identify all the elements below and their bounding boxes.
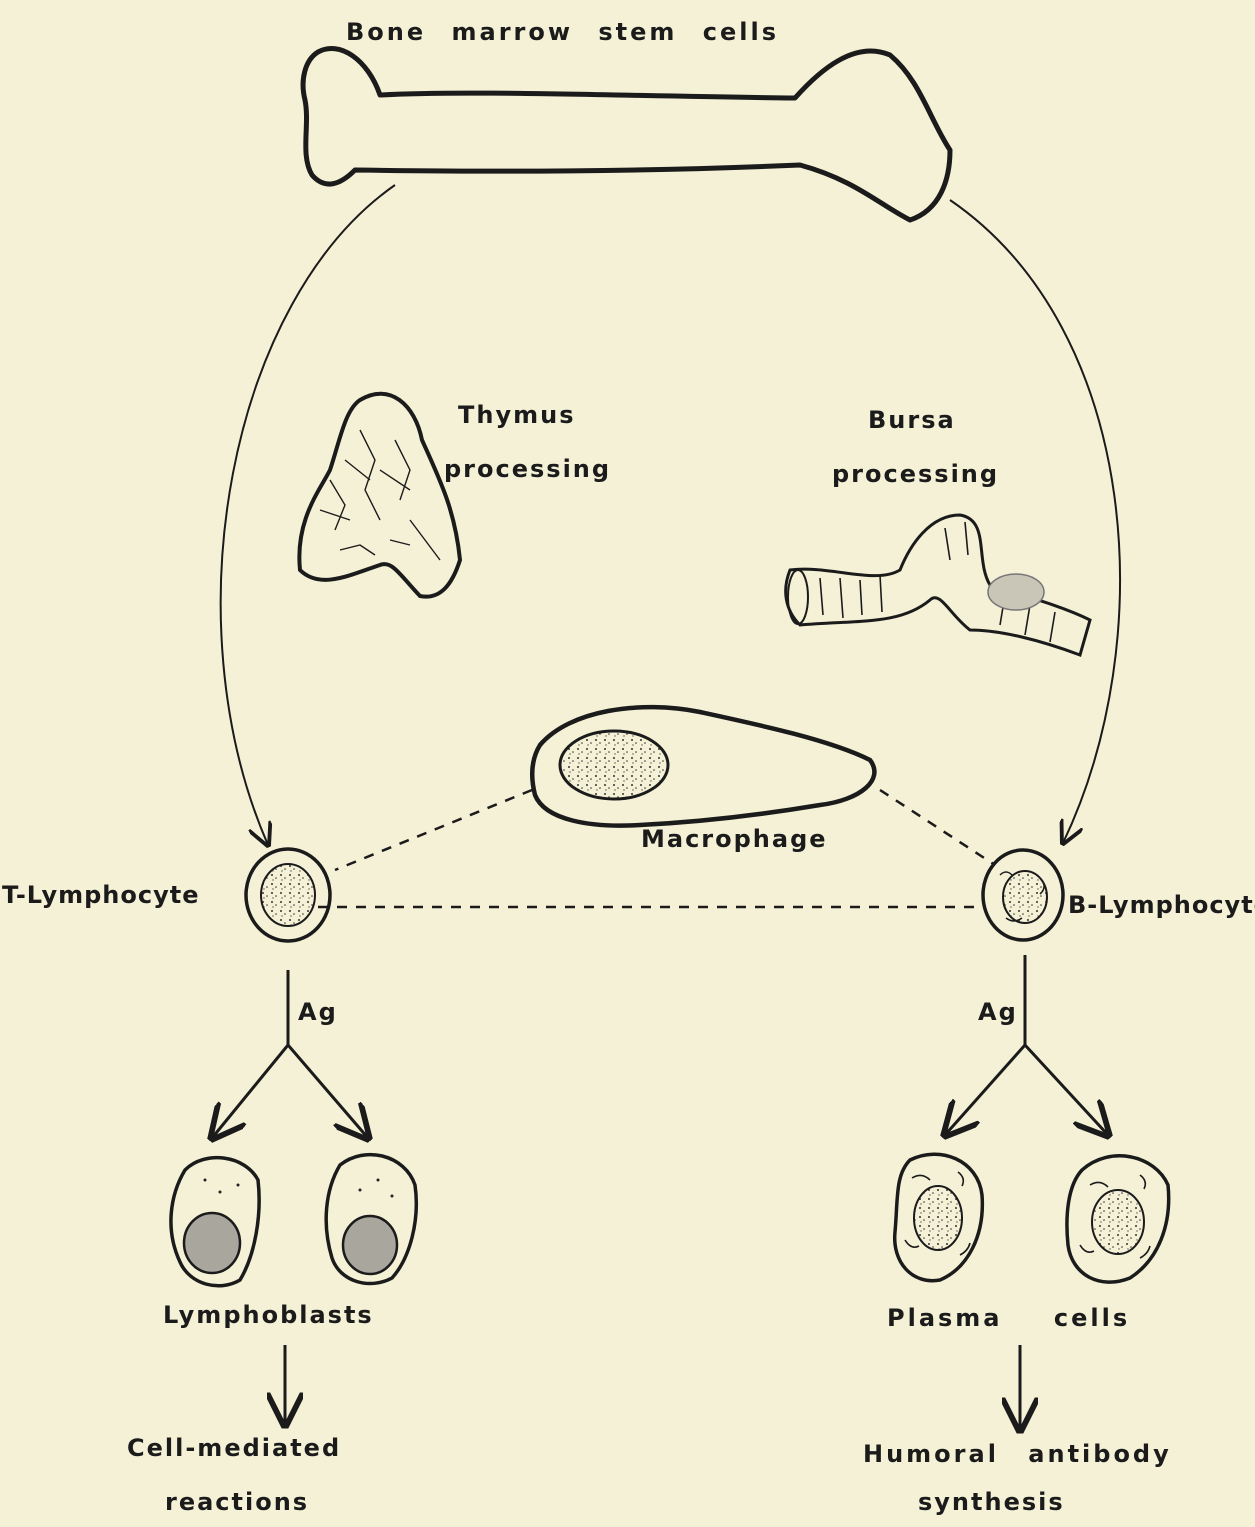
- label-thymus-processing: processing: [444, 457, 611, 481]
- label-bone-marrow: Bone marrow stem cells: [346, 20, 779, 44]
- label-reactions: reactions: [165, 1490, 309, 1514]
- label-macrophage: Macrophage: [641, 827, 828, 851]
- label-bursa: Bursa: [868, 408, 956, 432]
- bone-illustration: [303, 49, 950, 220]
- plasma-cell-left: [895, 1154, 983, 1280]
- label-synthesis: synthesis: [918, 1490, 1065, 1514]
- macrophage-illustration: [532, 707, 874, 825]
- label-t-lymphocyte: T-Lymphocyte: [2, 883, 200, 907]
- t-lymphocyte-cell: [246, 849, 330, 941]
- bursa-illustration: [786, 515, 1090, 655]
- b-branch-arrows: [945, 955, 1108, 1135]
- label-bursa-processing: processing: [832, 462, 999, 486]
- label-ag-left: Ag: [298, 1000, 338, 1024]
- t-branch-arrows: [212, 970, 368, 1138]
- label-humoral-antibody: Humoral antibody: [863, 1442, 1172, 1466]
- label-thymus: Thymus: [458, 403, 575, 427]
- lymphoblast-cell-right: [326, 1155, 416, 1284]
- thymus-illustration: [299, 394, 460, 597]
- label-ag-right: Ag: [978, 1000, 1018, 1024]
- dashed-macrophage-to-b: [880, 790, 995, 865]
- label-lymphoblasts: Lymphoblasts: [163, 1303, 374, 1327]
- label-cell-mediated: Cell-mediated: [127, 1436, 341, 1460]
- arrow-bone-to-b-lymphocyte: [950, 200, 1120, 843]
- label-b-lymphocyte: B-Lymphocyte: [1068, 893, 1255, 917]
- dashed-macrophage-to-t: [335, 790, 532, 870]
- plasma-cell-right: [1067, 1156, 1169, 1282]
- b-lymphocyte-cell: [983, 850, 1063, 940]
- label-plasma-cells: Plasma cells: [887, 1306, 1130, 1330]
- lymphoblast-cell-left: [171, 1158, 259, 1286]
